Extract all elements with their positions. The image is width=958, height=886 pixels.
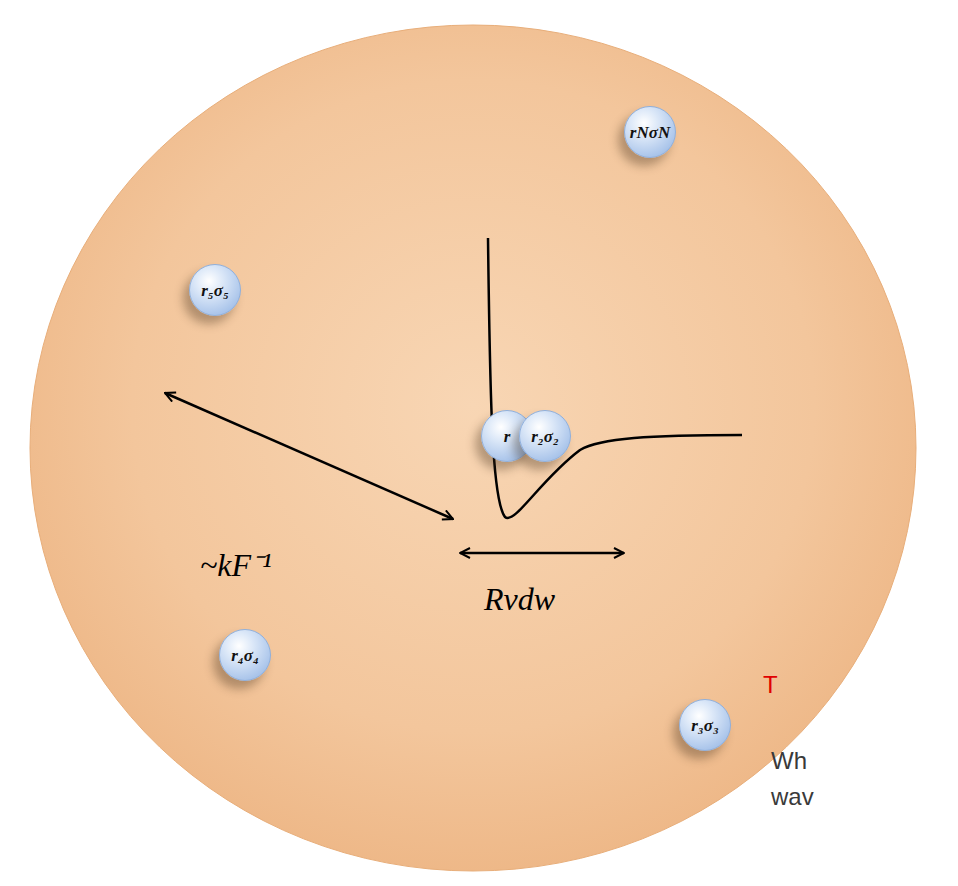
annotation-label: ~kF⁻¹ <box>200 548 272 583</box>
particle-droplet: r₅σ₅ <box>189 264 241 316</box>
particle-label: r₄σ₄ <box>231 647 259 664</box>
particle-droplet: r₄σ₄ <box>219 629 271 681</box>
annotation-label: wav <box>771 784 814 810</box>
particle-label: rNσN <box>630 124 670 141</box>
particle-label: r₅σ₅ <box>201 282 229 299</box>
potential-curve <box>488 238 742 518</box>
particle-label: r <box>504 428 511 445</box>
particle-droplet: r₃σ₃ <box>679 699 731 751</box>
fermi-sea-disk <box>30 25 916 871</box>
particle-label: r₂σ₂ <box>531 428 559 445</box>
particle-droplet: rNσN <box>624 106 676 158</box>
annotation-label: Wh <box>771 748 807 774</box>
annotation-label: T <box>763 672 778 698</box>
fermi-length-arrow <box>165 393 453 519</box>
annotation-label: Rvdw <box>484 582 555 617</box>
vdw-range-arrow <box>460 552 624 555</box>
particle-label: r₃σ₃ <box>691 717 719 734</box>
particle-droplet: r₂σ₂ <box>519 410 571 462</box>
